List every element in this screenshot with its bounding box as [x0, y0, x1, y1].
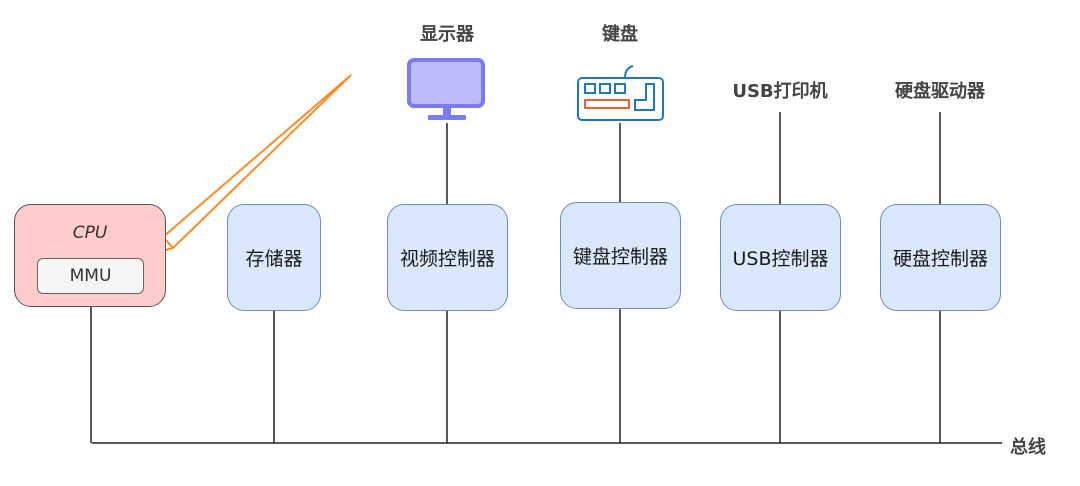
disk-drive-label: 硬盘驱动器: [895, 81, 985, 102]
memory-label: 存储器: [245, 248, 303, 270]
disk-controller-node[interactable]: 硬盘控制器: [880, 204, 1001, 311]
usb-controller-label: USB控制器: [732, 248, 829, 270]
memory-node[interactable]: 存储器: [227, 204, 321, 311]
disk-controller-label: 硬盘控制器: [892, 248, 988, 270]
cpu-label: CPU: [72, 223, 108, 243]
keyboard-icon: [577, 65, 664, 121]
mmu-label: MMU: [69, 266, 112, 286]
cpu-node[interactable]: CPU MMU: [14, 204, 166, 307]
video-controller-node[interactable]: 视频控制器: [387, 204, 508, 311]
keyboard-controller-label: 键盘控制器: [572, 246, 668, 268]
video-controller-label: 视频控制器: [399, 248, 495, 270]
keyboard-controller-node[interactable]: 键盘控制器: [560, 202, 681, 309]
usb-controller-node[interactable]: USB控制器: [720, 204, 841, 311]
monitor-icon: [407, 58, 485, 120]
bus-label: 总线: [1010, 437, 1046, 458]
monitor-label: 显示器: [420, 24, 474, 45]
keyboard-label: 键盘: [602, 24, 638, 45]
mmu-node[interactable]: MMU: [37, 258, 144, 294]
usb-printer-label: USB打印机: [732, 81, 828, 102]
